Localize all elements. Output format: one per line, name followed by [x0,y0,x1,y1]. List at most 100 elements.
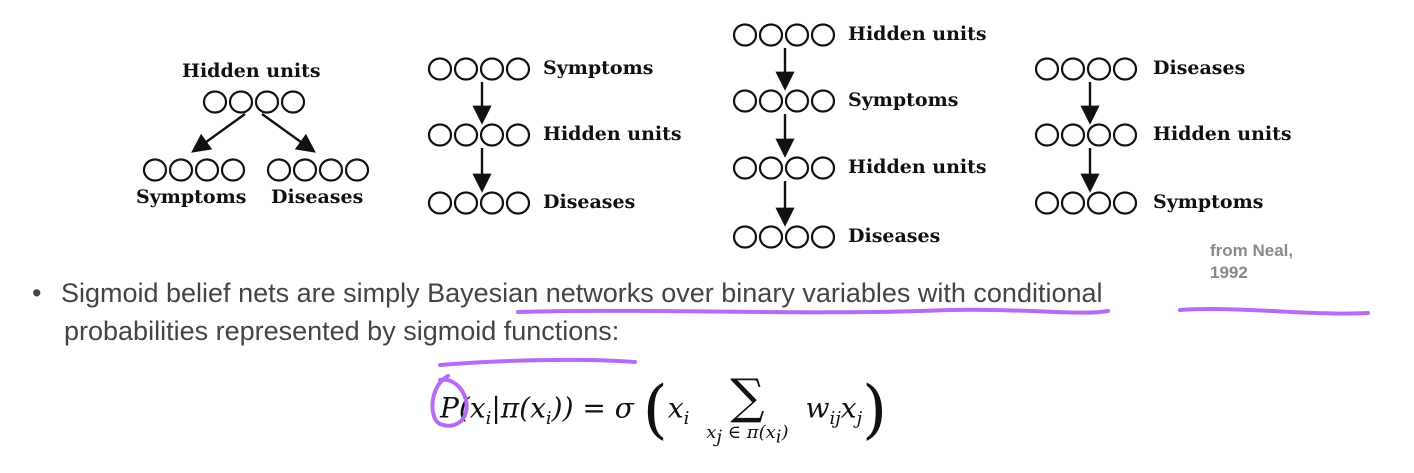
unit-node [1034,191,1060,215]
diagram4-layer: Diseases [1153,57,1246,79]
formula-part: ∈ π(x [721,422,776,443]
formula-part: x [706,422,717,443]
unit-node [280,90,306,114]
diagram1-top-label: Hidden units [182,60,321,82]
underline-annotation [1178,307,1370,316]
circle-annotation [430,374,469,428]
unit-node [254,90,280,114]
diagram3-layer: Hidden units [848,23,987,45]
unit-node [427,191,453,215]
unit-node [168,158,194,182]
unit-node [194,158,220,182]
unit-node [142,158,168,182]
unit-node [732,23,758,47]
summation: ∑xj ∈ π(xi) [706,372,788,448]
unit-node [1034,57,1060,81]
unit-node [758,23,784,47]
unit-node [758,156,784,180]
unit-node [479,191,505,215]
arrow [191,113,246,153]
diagram1-left-label: Symptoms [136,186,247,208]
formula-part: i [775,426,782,448]
unit-node [810,89,836,113]
unit-node [784,89,810,113]
diagram3-layer: Hidden units [848,156,987,178]
highlighted-text: Bayesian networks over binary variables [427,278,911,308]
unit-node [1112,191,1138,215]
formula-part: x [667,391,684,425]
citation-line: 1992 [1210,263,1248,282]
unit-node [453,123,479,147]
highlighted-text: conditional [973,278,1103,308]
unit-node [1112,123,1138,147]
unit-node [266,158,292,182]
diagram4-layer: Hidden units [1153,123,1292,145]
sum-index: xj ∈ π(xi) [706,422,788,448]
formula-part: ) [781,422,789,443]
diagram2-layer: Symptoms [543,57,654,79]
unit-node [292,158,318,182]
bullet-symbol: • [32,278,42,308]
unit-node [1086,57,1112,81]
bullet-line-2: probabilities represented by sigmoid fun… [64,316,620,346]
diagram2-layer: Diseases [543,191,636,213]
formula-part: |π(x [491,391,546,425]
unit-node [427,123,453,147]
formula-part: i [683,407,690,429]
diagram1-right-label: Diseases [271,186,364,208]
diagram4-layer: Symptoms [1153,191,1264,213]
unit-node [810,23,836,47]
unit-node [758,89,784,113]
unit-node [1060,57,1086,81]
diagram3-layer: Symptoms [848,89,959,111]
unit-node [427,57,453,81]
citation: from Neal, 1992 [1210,240,1293,284]
unit-node [732,89,758,113]
unit-node [732,156,758,180]
unit-node [810,156,836,180]
formula-part: w [805,391,830,425]
unit-node [784,23,810,47]
unit-node [479,123,505,147]
underline-annotation [516,307,1110,315]
unit-node [453,191,479,215]
unit-node [1112,57,1138,81]
formula-part: i [545,407,552,429]
sigmoid-formula: P(xi|π(xi)) = σ (xi ∑xj ∈ π(xi) wijxj) [440,372,887,448]
diagram2-layer: Hidden units [543,123,682,145]
text: Sigmoid belief nets are simply [60,278,428,308]
unit-node [505,123,531,147]
unit-node [758,225,784,249]
unit-node [228,90,254,114]
unit-node [318,158,344,182]
text: with [910,278,974,308]
formula-part: j [716,426,722,448]
arrow [261,113,316,153]
unit-node [1060,123,1086,147]
formula-part: j [856,407,863,429]
unit-node [220,158,246,182]
unit-node [505,57,531,81]
unit-node [810,225,836,249]
unit-node [784,225,810,249]
unit-node [784,156,810,180]
formula-part: i [485,407,492,429]
unit-node [1034,123,1060,147]
citation-line: from Neal, [1210,241,1294,260]
unit-node [344,158,370,182]
formula-paren: ( [642,372,668,447]
formula-part: x [840,391,857,425]
formula-part: )) = σ [551,391,634,425]
formula-part: ij [829,407,841,429]
unit-node [1060,191,1086,215]
unit-node [202,90,228,114]
sum-symbol: ∑ [730,369,765,425]
unit-node [732,225,758,249]
unit-node [505,191,531,215]
underline-annotation [438,357,637,367]
unit-node [479,57,505,81]
formula-paren: ) [862,372,888,447]
diagram3-layer: Diseases [848,225,941,247]
